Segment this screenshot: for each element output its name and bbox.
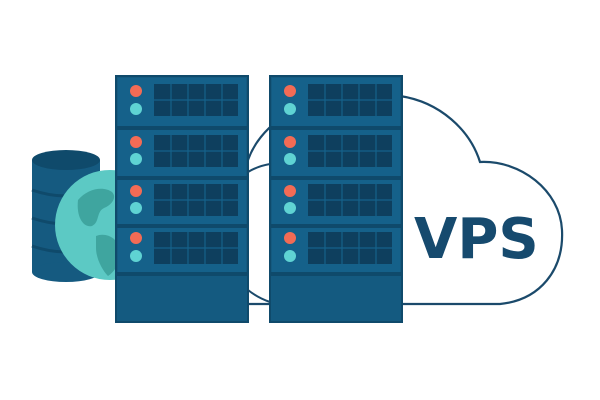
status-led-red-icon [284,136,296,148]
status-led-red-icon [130,136,142,148]
status-led-teal-icon [130,103,142,115]
server-unit [118,78,246,126]
status-led-red-icon [130,85,142,97]
status-led-teal-icon [130,153,142,165]
status-led-red-icon [130,185,142,197]
status-led-red-icon [284,232,296,244]
status-led-red-icon [284,85,296,97]
server-rack-left [115,75,249,323]
server-unit [118,228,246,272]
server-rack-right [269,75,403,323]
status-led-red-icon [284,185,296,197]
status-led-teal-icon [284,250,296,262]
status-led-teal-icon [130,202,142,214]
server-unit [118,180,246,224]
status-led-teal-icon [284,103,296,115]
server-unit [272,180,400,224]
status-led-teal-icon [284,202,296,214]
server-unit [118,130,246,176]
server-unit [272,228,400,272]
status-led-teal-icon [130,250,142,262]
server-unit [272,130,400,176]
server-unit [272,78,400,126]
status-led-teal-icon [284,153,296,165]
status-led-red-icon [130,232,142,244]
vps-label: VPS [414,207,539,272]
